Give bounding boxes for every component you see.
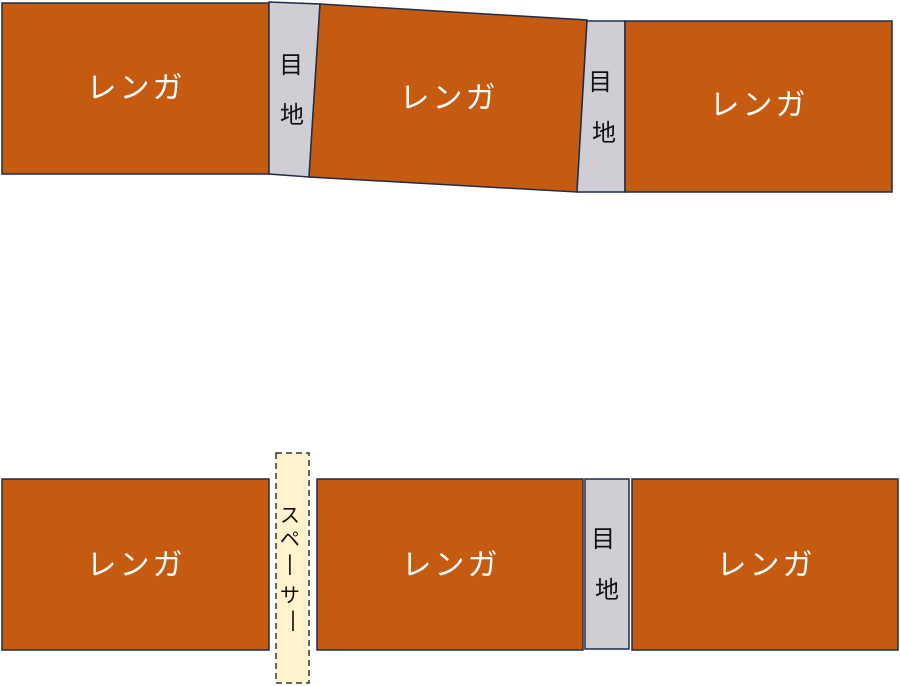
top-joint-2: 目 地 xyxy=(576,20,626,193)
top-brick-2-label: レンガ xyxy=(400,81,499,116)
top-row: レンガ 目 地 レンガ 目 地 レンガ xyxy=(1,1,893,193)
bottom-brick-2-label: レンガ xyxy=(402,548,501,583)
top-brick-1-label: レンガ xyxy=(87,71,186,106)
top-brick-3-label: レンガ xyxy=(710,88,809,123)
top-joint-1-label: 目 地 xyxy=(279,51,311,129)
bottom-joint-label: 目 地 xyxy=(591,525,623,604)
bottom-brick-1: レンガ xyxy=(1,478,270,651)
bottom-spacer-label: ス ペ | サ | xyxy=(280,503,306,631)
bottom-row: レンガ ス ペ | サ | レンガ 目 地 レンガ xyxy=(1,452,899,684)
top-brick-1: レンガ xyxy=(1,2,270,175)
top-joint-1: 目 地 xyxy=(268,1,321,178)
bottom-brick-1-label: レンガ xyxy=(87,548,186,583)
bottom-spacer: ス ペ | サ | xyxy=(275,452,310,684)
bottom-brick-3: レンガ xyxy=(631,478,899,651)
top-brick-3: レンガ xyxy=(624,20,893,193)
bottom-joint: 目 地 xyxy=(584,478,630,650)
bottom-brick-3-label: レンガ xyxy=(717,548,816,583)
top-joint-2-label: 目 地 xyxy=(588,68,620,147)
bottom-brick-2: レンガ xyxy=(316,478,584,651)
top-brick-2: レンガ xyxy=(308,3,588,193)
